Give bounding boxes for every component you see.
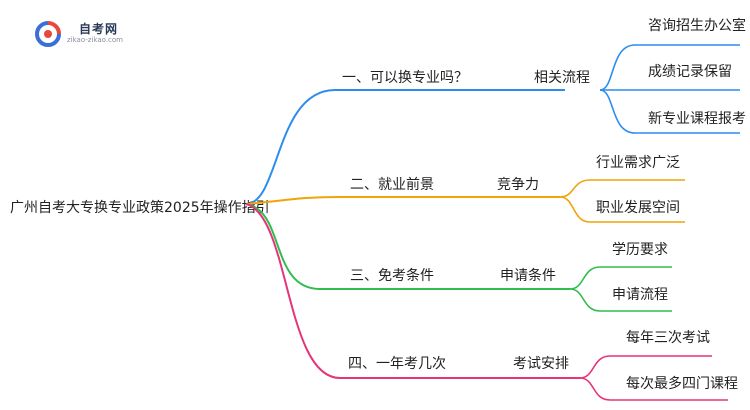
branch-1-leaf-1: 咨询招生办公室 bbox=[648, 17, 746, 34]
branch-1-connector bbox=[245, 89, 565, 205]
branch-2: 二、就业前景 竞争力 行业需求广泛 职业发展空间 bbox=[245, 155, 685, 223]
branch-1: 一、可以换专业吗？ 相关流程 咨询招生办公室 成绩记录保留 新专业课程报考 bbox=[245, 17, 746, 205]
site-logo[interactable]: 自考网 zikao-zikao.com bbox=[33, 18, 143, 52]
branch-1-leaf-2: 成绩记录保留 bbox=[648, 64, 732, 80]
root-node: 广州自考大专换专业政策2025年操作指引 bbox=[10, 199, 270, 216]
branch-2-leaf-1: 行业需求广泛 bbox=[596, 155, 680, 171]
branch-3-connector bbox=[245, 203, 570, 290]
branch-2-label: 二、就业前景 bbox=[350, 176, 434, 193]
branch-2-connector bbox=[245, 196, 560, 205]
logo-name: 自考网 bbox=[79, 22, 119, 36]
branch-4-leaf-2: 每次最多四门课程 bbox=[626, 375, 738, 392]
branch-4-connector bbox=[245, 203, 580, 379]
logo-icon bbox=[35, 21, 61, 47]
logo-url: zikao-zikao.com bbox=[67, 36, 123, 44]
branch-4-leaf-2-connector bbox=[579, 377, 728, 401]
branch-3: 三、免考条件 申请条件 学历要求 申请流程 bbox=[245, 203, 672, 312]
branch-4: 四、一年考几次 考试安排 每年三次考试 每次最多四门课程 bbox=[245, 203, 738, 401]
branch-3-label: 三、免考条件 bbox=[350, 267, 434, 284]
branch-3-leaf-2-connector bbox=[569, 288, 672, 312]
branch-1-sub: 相关流程 bbox=[534, 70, 590, 86]
branch-3-leaf-2: 申请流程 bbox=[612, 287, 668, 303]
branch-3-leaf-1: 学历要求 bbox=[612, 242, 668, 258]
branch-2-leaf-2: 职业发展空间 bbox=[596, 200, 680, 216]
branch-4-leaf-1-connector bbox=[579, 355, 712, 379]
branch-4-label: 四、一年考几次 bbox=[348, 356, 446, 372]
branch-1-leaf-1-connector bbox=[599, 44, 740, 91]
branch-1-label: 一、可以换专业吗？ bbox=[342, 69, 468, 86]
branch-2-leaf-2-connector bbox=[559, 196, 685, 223]
branch-4-leaf-1: 每年三次考试 bbox=[626, 330, 710, 346]
branch-3-leaf-1-connector bbox=[569, 266, 672, 290]
branch-2-sub: 竞争力 bbox=[497, 176, 539, 193]
branch-4-sub: 考试安排 bbox=[513, 356, 569, 372]
branch-2-leaf-1-connector bbox=[559, 179, 685, 198]
branch-1-leaf-3: 新专业课程报考 bbox=[648, 111, 746, 127]
branch-3-sub: 申请条件 bbox=[500, 267, 556, 284]
branch-1-leaf-3-connector bbox=[599, 89, 740, 134]
